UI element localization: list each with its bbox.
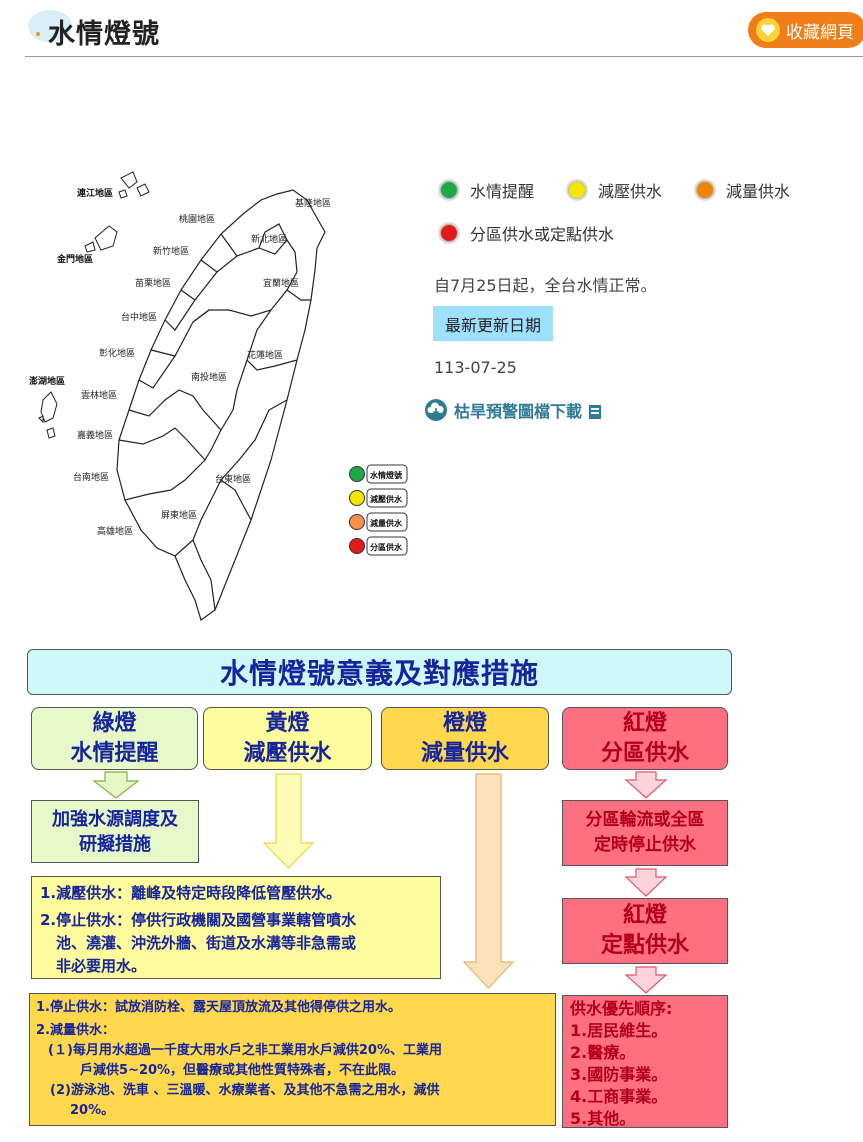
action-item: 1.停止供水：試放消防栓、露天屋頂放流及其他得停供之用水。 — [36, 1000, 401, 1015]
update-date-label: 最新更新日期 — [433, 306, 553, 341]
download-link-label: 枯旱預警圖檔下載 — [454, 402, 583, 421]
file-icon — [589, 405, 602, 419]
map-label-hualien: 花蓮地區 — [247, 349, 283, 361]
lamp-meaning: 減量供水 — [420, 740, 509, 766]
mini-legend-orange: 減量供水 — [370, 518, 403, 528]
map-label-xinbei: 新北地區 — [251, 233, 287, 245]
map-label-taichung: 台中地區 — [121, 311, 157, 323]
map-label-chiayi: 嘉義地區 — [77, 429, 113, 441]
yellow-arrow-icon — [262, 773, 315, 869]
taiwan-water-map: 連江地區 金門地區 澎湖地區 基隆地區 桃園地區 新北地區 新竹地區 宜蘭地區 … — [29, 171, 408, 621]
yellow-light-icon — [566, 179, 588, 201]
map-label-taoyuan: 桃園地區 — [179, 213, 215, 225]
action-item: 非必要用水。 — [56, 957, 147, 975]
map-label-changhua: 彰化地區 — [99, 347, 135, 359]
lamp-meaning: 定點供水 — [600, 933, 689, 958]
action-item: 1.減壓供水：離峰及特定時段降低管壓供水。 — [40, 884, 342, 902]
favorite-button[interactable]: 收藏網頁 — [748, 12, 863, 48]
red-light-icon — [438, 222, 460, 244]
priority-title: 供水優先順序: — [570, 999, 673, 1018]
red-arrow-icon — [624, 771, 668, 799]
action-item: (１)每月用水超過一千度大用水戶之非工業用水戶減供20%、工業用 — [48, 1043, 442, 1058]
action-item: (2)游泳池、洗車 、三溫暖、水療業者、及其他不急需之用水，減供 — [50, 1083, 440, 1098]
map-label-miaoli: 苗栗地區 — [135, 277, 171, 289]
legend-item-yellow: 減壓供水 — [566, 178, 662, 202]
orange-arrow-icon — [462, 773, 515, 989]
lamp-name: 綠燈 — [92, 710, 137, 736]
red-arrow-icon — [624, 868, 668, 897]
action-text: 加強水源調度及 — [52, 808, 178, 830]
favorite-label: 收藏網頁 — [786, 22, 854, 43]
green-light-icon — [438, 179, 460, 201]
action-item: 戶減供5~20%，但醫療或其他性質特殊者，不在此限。 — [80, 1063, 405, 1078]
legend-label: 水情提醒 — [470, 182, 535, 201]
yellow-action-box: 1.減壓供水：離峰及特定時段降低管壓供水。 2.停止供水：停供行政機關及國營事業… — [31, 876, 441, 979]
lamp-meaning: 分區供水 — [600, 740, 689, 766]
priority-item: 4.工商事業。 — [570, 1087, 668, 1106]
action-item: 池、澆灌、沖洗外牆、街道及水溝等非急需或 — [56, 934, 357, 952]
infographic-title: 水情燈號意義及對應措施 — [27, 649, 732, 695]
map-label-yilan: 宜蘭地區 — [263, 277, 299, 289]
map-label-kaohsiung: 高雄地區 — [97, 525, 133, 537]
orange-action-box: 1.停止供水：試放消防栓、露天屋頂放流及其他得停供之用水。 2.減量供水： (１… — [29, 993, 556, 1126]
action-item: 20%。 — [70, 1103, 115, 1118]
map-label-lianjiang: 連江地區 — [77, 187, 113, 199]
map-label-tainan: 台南地區 — [73, 471, 109, 483]
legend-item-green: 水情提醒 — [438, 178, 534, 202]
action-text: 分區輪流或全區 — [585, 810, 705, 830]
red-arrow-icon — [624, 966, 668, 994]
map-label-penghu: 澎湖地區 — [29, 375, 65, 387]
legend-label: 減壓供水 — [598, 182, 663, 201]
map-mini-legend: 水情燈號 減壓供水 減量供水 分區供水 — [349, 464, 408, 556]
action-item: 2.停止供水：停供行政機關及國營事業轄管噴水 — [40, 911, 357, 929]
update-date-value: 113-07-25 — [434, 358, 517, 377]
priority-item: 1.居民維生。 — [570, 1021, 668, 1040]
legend-label: 分區供水或定點供水 — [470, 225, 615, 244]
mini-legend-green: 水情燈號 — [369, 470, 402, 480]
cloud-download-icon — [425, 399, 447, 421]
lamp-name: 橙燈 — [442, 710, 487, 736]
heart-icon — [756, 18, 780, 42]
supply-priority-box: 供水優先順序: 1.居民維生。 2.醫療。 3.國防事業。 4.工商事業。 5.… — [562, 995, 728, 1128]
lamp-name: 黃燈 — [265, 710, 310, 736]
lamp-meaning: 減壓供水 — [243, 740, 332, 766]
red-point-box: 紅燈 定點供水 — [562, 898, 728, 964]
map-label-pingtung: 屏東地區 — [161, 509, 197, 521]
green-lamp-box: 綠燈 水情提醒 — [31, 707, 198, 770]
map-label-hsinchu: 新竹地區 — [153, 245, 189, 257]
red-lamp-box: 紅燈 分區供水 — [562, 707, 728, 770]
green-action-box: 加強水源調度及 研擬措施 — [31, 800, 199, 863]
action-text: 研擬措施 — [79, 833, 151, 855]
priority-item: 2.醫療。 — [570, 1043, 636, 1062]
taiwan-outline — [116, 189, 326, 621]
lamp-name: 紅燈 — [622, 903, 667, 928]
legend-item-orange: 減量供水 — [694, 178, 790, 202]
title-decoration-icon — [28, 10, 72, 42]
lamp-name: 紅燈 — [622, 710, 667, 736]
drought-warning-download-link[interactable]: 枯旱預警圖檔下載 — [424, 398, 602, 422]
action-text: 定時停止供水 — [594, 835, 696, 855]
map-label-jinmen: 金門地區 — [56, 253, 93, 265]
page-title: 水情燈號 — [48, 19, 160, 50]
legend-item-red: 分區供水或定點供水 — [438, 221, 614, 245]
priority-item: 3.國防事業。 — [570, 1065, 668, 1084]
lamp-meaning: 水情提醒 — [70, 740, 159, 766]
map-label-nantou: 南投地區 — [191, 371, 227, 383]
orange-light-icon — [694, 179, 716, 201]
header-divider — [25, 56, 863, 57]
orange-lamp-box: 橙燈 減量供水 — [381, 707, 549, 770]
map-label-yunlin: 雲林地區 — [81, 389, 117, 401]
mini-legend-yellow: 減壓供水 — [370, 494, 403, 504]
water-status-text: 自7月25日起，全台水情正常。 — [434, 276, 657, 295]
action-item: 2.減量供水： — [36, 1023, 115, 1038]
mini-legend-red: 分區供水 — [370, 542, 403, 552]
legend-label: 減量供水 — [726, 182, 791, 201]
map-label-keelung: 基隆地區 — [295, 197, 331, 209]
map-label-taitung: 台東地區 — [215, 473, 251, 485]
yellow-lamp-box: 黃燈 減壓供水 — [203, 707, 372, 770]
red-action-box: 分區輪流或全區 定時停止供水 — [562, 800, 728, 866]
green-arrow-icon — [92, 771, 140, 799]
priority-item: 5.其他。 — [570, 1109, 636, 1128]
